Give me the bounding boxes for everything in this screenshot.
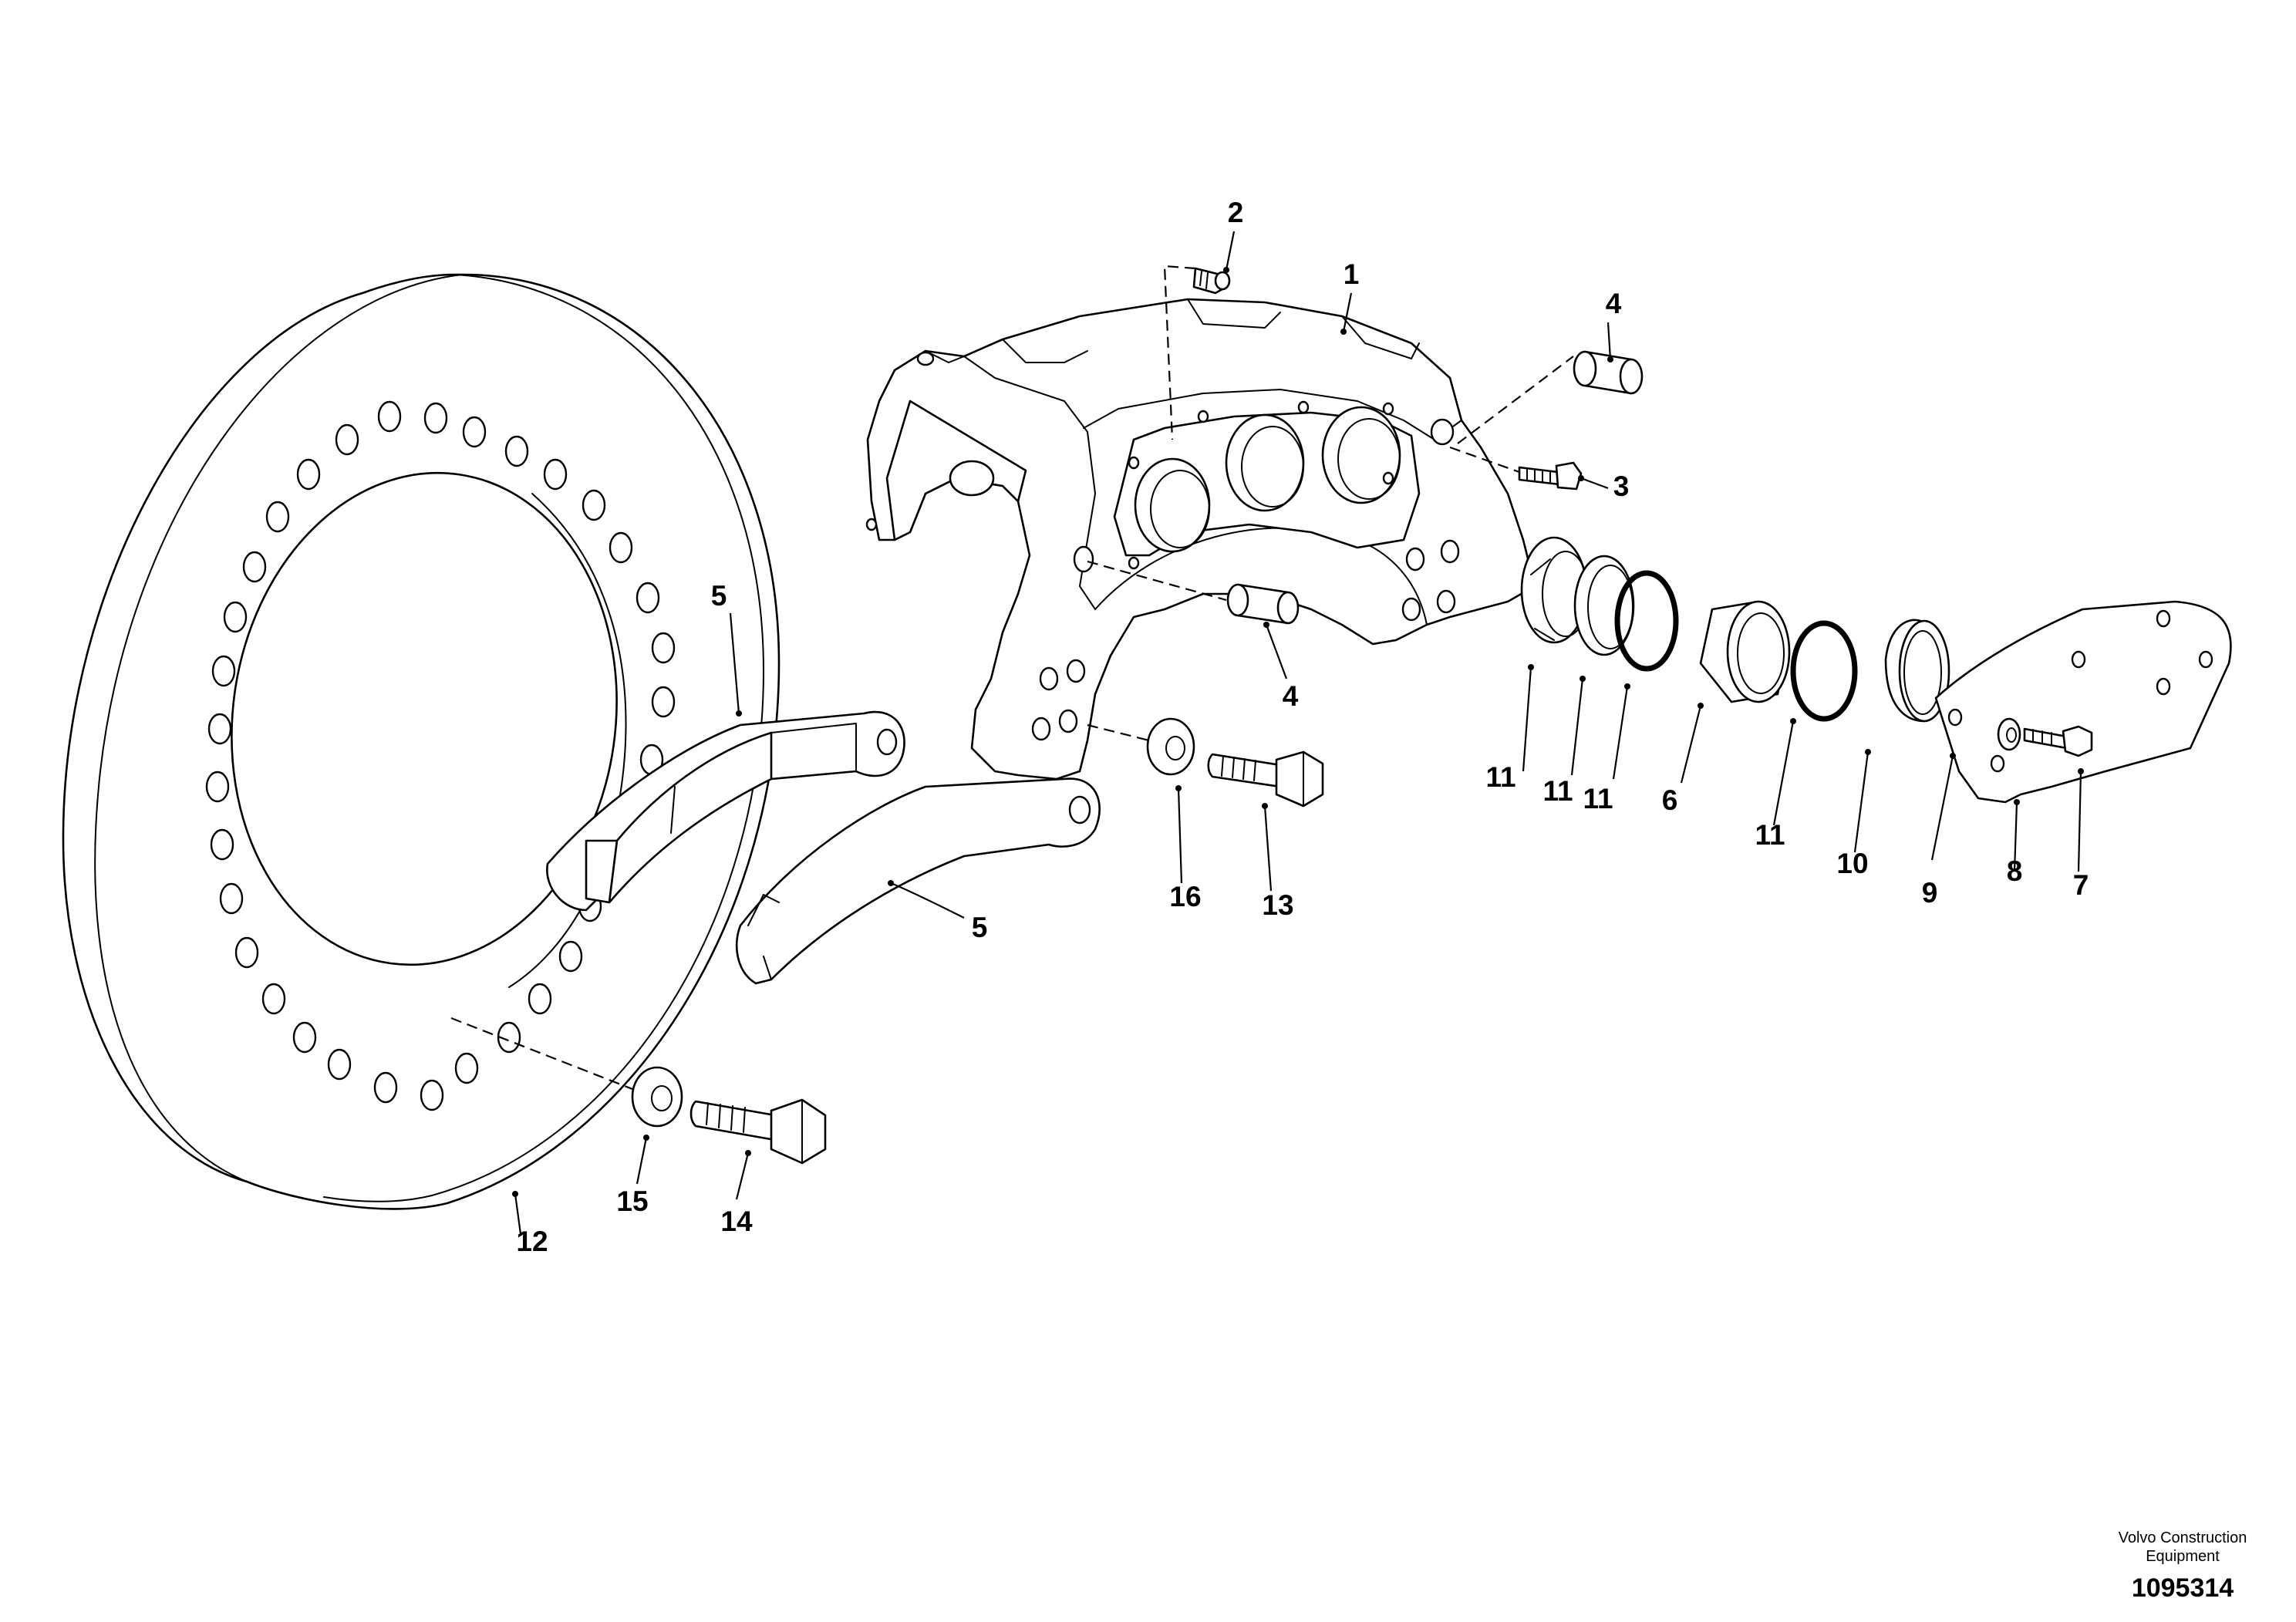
callout-5-lower: 5 — [972, 912, 988, 943]
manufacturer-line-2: Equipment — [2146, 1548, 2220, 1565]
piston — [1699, 600, 1791, 703]
callout-4-upper: 4 — [1606, 288, 1622, 319]
washer-15 — [450, 1017, 683, 1128]
callout-15: 15 — [616, 1185, 648, 1217]
seal-ring-1 — [1520, 536, 1590, 644]
small-screw — [2023, 725, 2093, 757]
bolt-13 — [1207, 750, 1324, 808]
brake-disc — [62, 273, 781, 1210]
callout-5-upper: 5 — [711, 580, 727, 612]
callout-12: 12 — [516, 1226, 548, 1257]
manufacturer-line-1: Volvo Construction — [2118, 1529, 2247, 1546]
washer-16 — [1087, 717, 1195, 776]
leader-lines — [512, 231, 2084, 1235]
callout-11-b: 11 — [1542, 775, 1573, 807]
bolt-14 — [689, 1098, 827, 1165]
callout-1: 1 — [1344, 258, 1360, 290]
guide-pin-lower — [1087, 560, 1300, 625]
callout-7: 7 — [2073, 869, 2089, 901]
callout-6: 6 — [1662, 784, 1678, 816]
callout-11-a: 11 — [1485, 761, 1515, 793]
seal-ring-2 — [1573, 555, 1635, 656]
drawing-number: 1095314 — [2131, 1573, 2234, 1603]
callout-labels: 1 2 3 4 4 5 5 6 7 8 9 10 11 11 11 11 12 … — [516, 197, 2089, 1257]
o-ring-2 — [1790, 620, 1858, 722]
o-ring-1 — [1614, 570, 1679, 672]
callout-14: 14 — [720, 1206, 753, 1237]
callout-13: 13 — [1262, 889, 1293, 921]
callout-3: 3 — [1613, 470, 1630, 502]
caliper-housing — [865, 298, 1536, 781]
brake-pad-lower — [735, 777, 1101, 985]
plug-screw — [1449, 446, 1583, 491]
guide-pin-upper — [1457, 350, 1644, 444]
callout-11-c: 11 — [1583, 783, 1613, 814]
callout-11-d: 11 — [1755, 819, 1785, 851]
disc-bolt-holes — [205, 400, 676, 1111]
callout-10: 10 — [1836, 848, 1868, 879]
callout-8: 8 — [2007, 855, 2023, 887]
callout-16: 16 — [1169, 881, 1201, 912]
cover-plate — [1934, 600, 2232, 804]
brake-pad-upper — [546, 710, 905, 912]
bleeder-screw — [1163, 265, 1231, 440]
small-washer — [1997, 717, 2021, 751]
manufacturer-label: Volvo Construction Equipment — [2082, 1529, 2283, 1566]
callout-4-lower: 4 — [1283, 680, 1299, 712]
callout-9: 9 — [1922, 877, 1938, 909]
callout-2: 2 — [1228, 197, 1244, 228]
